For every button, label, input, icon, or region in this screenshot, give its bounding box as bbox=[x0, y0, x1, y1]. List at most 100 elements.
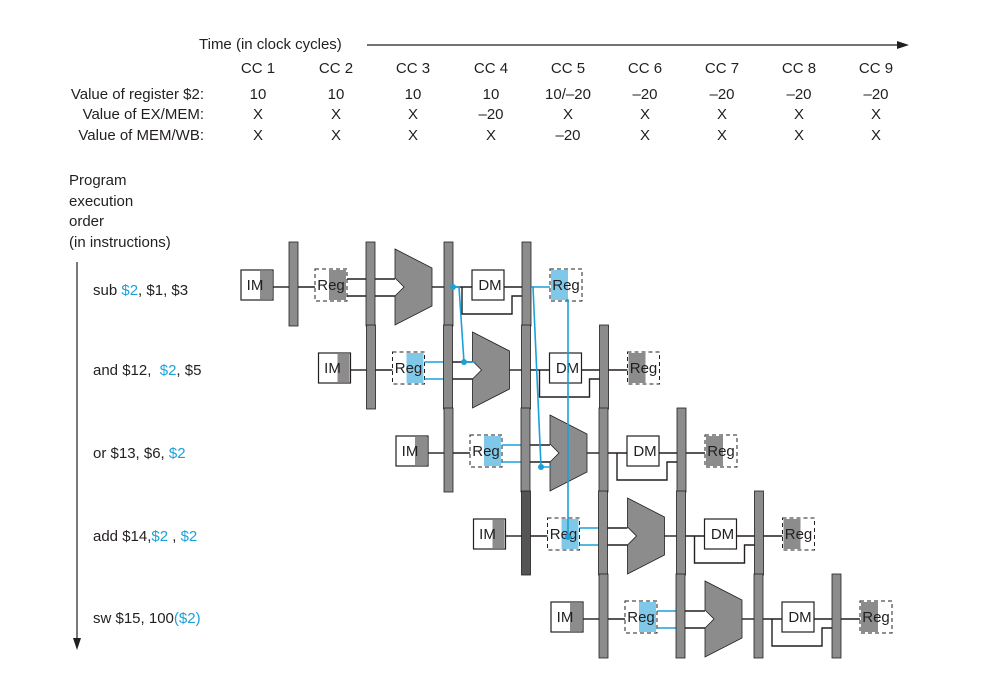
reg-label: Reg bbox=[472, 443, 500, 460]
value-cell: X bbox=[252, 127, 263, 144]
dm-label: DM bbox=[633, 443, 656, 460]
im-label: IM bbox=[479, 526, 496, 543]
value-cell: X bbox=[870, 127, 881, 144]
im-label: IM bbox=[402, 443, 419, 460]
clock-cycle-label: CC 5 bbox=[550, 60, 586, 77]
alu bbox=[627, 497, 665, 575]
instruction-label: add $14,$2 , $2 bbox=[93, 528, 197, 545]
register-highlight: $2 bbox=[121, 282, 139, 299]
pipeline-register-ex-mem bbox=[676, 490, 686, 576]
value-row-label: Value of EX/MEM: bbox=[82, 106, 204, 123]
reg-label: Reg bbox=[550, 526, 578, 543]
pipeline-register-if-id bbox=[366, 324, 376, 410]
value-cell: –20 bbox=[478, 106, 504, 123]
value-cell: X bbox=[330, 106, 341, 123]
instruction-label: sw $15, 100($2) bbox=[93, 610, 201, 627]
reg-label: Reg bbox=[552, 277, 580, 294]
alu bbox=[704, 580, 743, 658]
time-arrow bbox=[367, 41, 909, 49]
pipeline-register-id-ex bbox=[365, 241, 376, 327]
program-order-arrow bbox=[73, 262, 81, 650]
reg-label: Reg bbox=[707, 443, 735, 460]
register-highlight: $2 bbox=[151, 528, 169, 545]
forward-memwb-to-or bbox=[531, 286, 552, 468]
instruction-text: and $12, bbox=[93, 362, 160, 379]
value-cell: X bbox=[793, 106, 804, 123]
value-cell: X bbox=[330, 127, 341, 144]
value-cell: X bbox=[407, 127, 418, 144]
pipeline-register-ex-mem bbox=[521, 324, 531, 410]
forward-junction bbox=[450, 284, 456, 290]
reg-label: Reg bbox=[862, 609, 890, 626]
pipeline-register-if-id bbox=[521, 490, 531, 576]
value-cell: X bbox=[562, 106, 573, 123]
value-cell: X bbox=[407, 106, 418, 123]
value-cell: 10 bbox=[249, 86, 267, 103]
forward-reg-to-add bbox=[566, 299, 572, 538]
dm-label: DM bbox=[711, 526, 734, 543]
alu bbox=[472, 331, 510, 409]
clock-cycle-label: CC 4 bbox=[473, 60, 509, 77]
program-order-line: order bbox=[69, 213, 105, 230]
pipeline-register-id-ex bbox=[443, 324, 453, 410]
instruction-text: , $1, $3 bbox=[138, 282, 189, 299]
forward-junction bbox=[565, 534, 571, 540]
instruction-label: or $13, $6, $2 bbox=[93, 445, 186, 462]
forward-junction bbox=[538, 464, 544, 470]
reg-label: Reg bbox=[785, 526, 813, 543]
pipeline-register-mem-wb bbox=[676, 407, 687, 493]
pipeline-register-ex-mem bbox=[598, 407, 609, 493]
data-memory bbox=[703, 518, 738, 550]
im-label: IM bbox=[324, 360, 341, 377]
instruction-text: sub bbox=[93, 282, 122, 299]
pipeline-row-3: IM Reg DM Reg bbox=[395, 407, 738, 493]
reg-label: Reg bbox=[630, 360, 658, 377]
register-highlight: $2 bbox=[180, 528, 198, 545]
reg-label: Reg bbox=[395, 360, 423, 377]
value-cell: X bbox=[870, 106, 881, 123]
program-order-line: execution bbox=[69, 192, 134, 210]
pipeline-register-mem-wb bbox=[599, 324, 609, 410]
instruction-text: , bbox=[168, 528, 181, 545]
data-memory bbox=[781, 601, 815, 633]
clock-cycle-label: CC 9 bbox=[858, 60, 894, 77]
register-highlight: $2 bbox=[168, 445, 186, 462]
pipeline-register-if-id bbox=[598, 573, 609, 659]
value-cell: 10 bbox=[482, 86, 500, 103]
pipeline-register-mem-wb bbox=[521, 241, 532, 327]
value-cell: –20 bbox=[555, 127, 581, 144]
pipeline-register-id-ex bbox=[675, 573, 686, 659]
value-cell: 10/–20 bbox=[545, 86, 591, 103]
value-cell: X bbox=[793, 127, 804, 144]
value-cell: X bbox=[639, 127, 650, 144]
reg-label: Reg bbox=[627, 609, 655, 626]
instruction-text: , $5 bbox=[176, 362, 202, 379]
value-cell: 10 bbox=[404, 86, 422, 103]
clock-cycle-label: CC 7 bbox=[704, 60, 740, 77]
pipeline-register-if-id bbox=[288, 241, 299, 327]
register-highlight: $2 bbox=[159, 362, 177, 379]
value-row-label: Value of register $2: bbox=[70, 86, 204, 103]
value-cell: X bbox=[716, 106, 727, 123]
instruction-text: sw $15, 100 bbox=[93, 610, 174, 627]
clock-cycle-label: CC 1 bbox=[240, 60, 276, 77]
pipeline-register-ex-mem bbox=[753, 573, 764, 659]
time-axis-label: Time (in clock cycles) bbox=[199, 36, 342, 53]
value-cell: 10 bbox=[327, 86, 345, 103]
dm-label: DM bbox=[788, 609, 811, 626]
value-cell: X bbox=[639, 106, 650, 123]
clock-cycle-label: CC 8 bbox=[781, 60, 817, 77]
instruction-label: and $12, $2, $5 bbox=[93, 362, 201, 379]
data-memory bbox=[548, 352, 583, 384]
value-cell: X bbox=[252, 106, 263, 123]
im-label: IM bbox=[557, 609, 574, 626]
instruction-text: add $14, bbox=[93, 528, 152, 545]
pipeline-row-5: IM Reg DM Reg bbox=[550, 573, 893, 659]
program-order-line: (in instructions) bbox=[69, 233, 171, 251]
reg-label: Reg bbox=[317, 277, 345, 294]
pipeline-register-ex-mem bbox=[443, 241, 454, 327]
forward-junction bbox=[461, 359, 467, 365]
